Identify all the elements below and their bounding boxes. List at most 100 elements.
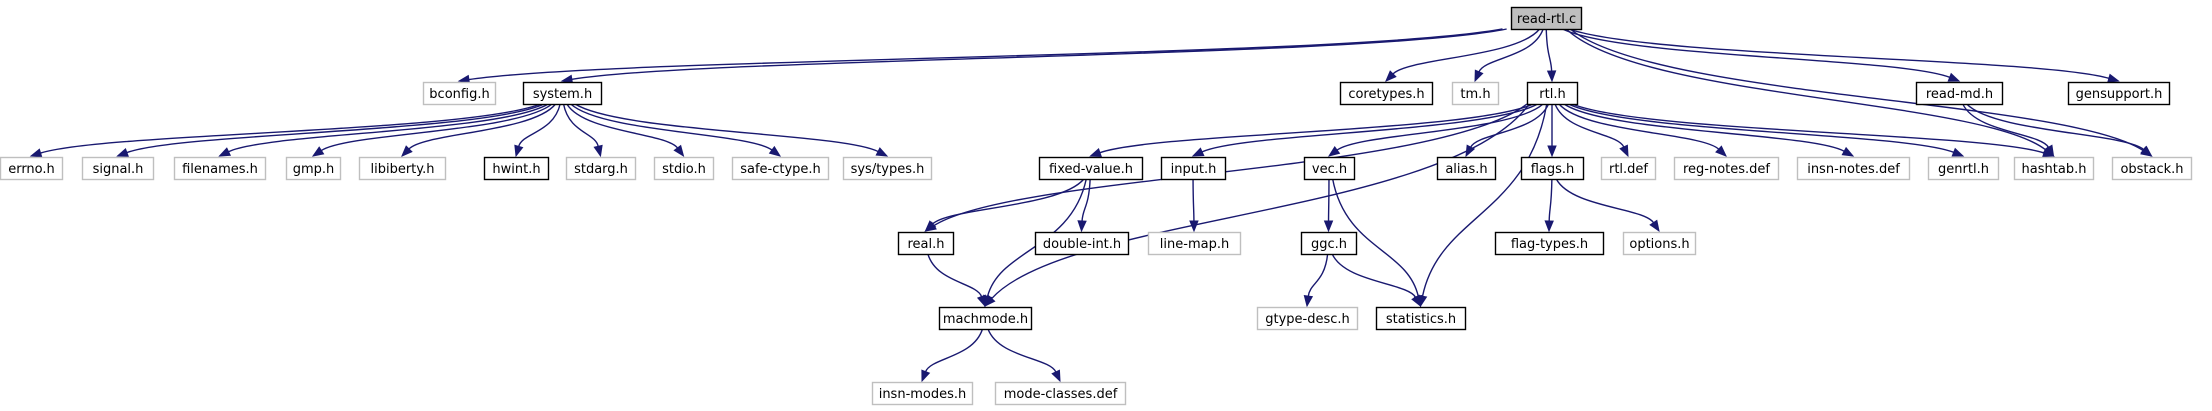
edge-line <box>1568 103 1954 153</box>
node-alias-h[interactable]: alias.h <box>1436 156 1497 181</box>
node-box <box>2013 156 2095 181</box>
edge-machmode-h-to-insn-modes-h <box>921 328 984 383</box>
node-stdarg-h: stdarg.h <box>565 156 637 181</box>
edge-line <box>574 103 879 153</box>
edge-line <box>1470 103 1550 148</box>
node-flags-h[interactable]: flags.h <box>1520 156 1585 181</box>
node-coretypes-h[interactable]: coretypes.h <box>1339 81 1434 106</box>
edge-rtl-h-to-flags-h <box>1547 103 1557 158</box>
node-label: rtl.h <box>1539 87 1565 102</box>
node-libiberty-h: libiberty.h <box>358 156 447 181</box>
node-label: vec.h <box>1312 162 1347 177</box>
node-label: hashtab.h <box>2022 162 2087 177</box>
edge-rtl-h-to-input-h <box>1191 103 1538 157</box>
edge-rtl-h-to-fixed-value-h <box>1089 103 1534 157</box>
edge-line <box>1558 103 1720 150</box>
node-stdio-h: stdio.h <box>653 156 715 181</box>
node-label: fixed-value.h <box>1049 162 1133 177</box>
edge-line <box>927 253 983 297</box>
arrowhead-icon <box>1619 144 1629 158</box>
arrowhead-icon <box>514 144 524 158</box>
node-box <box>422 81 497 106</box>
node-ggc-h[interactable]: ggc.h <box>1300 231 1358 256</box>
node-signal-h: signal.h <box>81 156 155 181</box>
node-box <box>1256 306 1359 331</box>
edge-line <box>991 103 1530 300</box>
node-insn-notes-def: insn-notes.def <box>1796 156 1911 181</box>
node-label: libiberty.h <box>371 162 435 177</box>
edge-line <box>987 328 1057 373</box>
edge-read-rtl-c-to-gensupport-h <box>1568 28 2120 83</box>
arrowhead-icon <box>2107 73 2120 83</box>
node-real-h[interactable]: real.h <box>897 231 955 256</box>
edge-read-rtl-c-to-tm-h <box>1474 28 1544 83</box>
edge-line <box>1545 28 1553 72</box>
node-label: filenames.h <box>182 162 258 177</box>
node-label: reg-notes.def <box>1683 162 1770 177</box>
node-fixed-value-h[interactable]: fixed-value.h <box>1038 156 1144 181</box>
arrowhead-icon <box>116 147 129 157</box>
node-double-int-h[interactable]: double-int.h <box>1034 231 1130 256</box>
node-bconfig-h: bconfig.h <box>422 81 497 106</box>
node-box <box>938 306 1033 331</box>
node-box <box>1451 81 1500 106</box>
node-label: mode-classes.def <box>1004 387 1118 402</box>
node-machmode-h[interactable]: machmode.h <box>938 306 1033 331</box>
node-label: line-map.h <box>1160 237 1229 252</box>
node-box <box>1375 306 1467 331</box>
node-system-h[interactable]: system.h <box>522 81 603 106</box>
node-rtl-h[interactable]: rtl.h <box>1526 81 1579 106</box>
node-read-md-h[interactable]: read-md.h <box>1915 81 2004 106</box>
edge-line <box>1331 178 1419 297</box>
node-input-h[interactable]: input.h <box>1160 156 1227 181</box>
node-box <box>1796 156 1911 181</box>
arrowhead-icon <box>1951 147 1965 157</box>
edge-read-rtl-c-to-rtl-h <box>1545 28 1557 83</box>
node-vec-h[interactable]: vec.h <box>1303 156 1356 181</box>
edge-line <box>1562 28 1950 78</box>
node-box <box>81 156 155 181</box>
node-box <box>1339 81 1434 106</box>
node-label: double-int.h <box>1043 237 1121 252</box>
node-obstack-h: obstack.h <box>2111 156 2193 181</box>
node-label: gensupport.h <box>2076 87 2163 102</box>
arrowhead-icon <box>768 145 782 157</box>
edge-line <box>1336 103 1544 151</box>
edge-real-h-to-machmode-h <box>927 253 986 308</box>
node-box <box>173 156 267 181</box>
node-hwint-h[interactable]: hwint.h <box>483 156 550 181</box>
node-box <box>1526 81 1579 106</box>
arrowhead-icon <box>1089 148 1102 157</box>
node-gensupport-h[interactable]: gensupport.h <box>2067 81 2171 106</box>
node-label: read-rtl.c <box>1517 12 1576 27</box>
node-tm-h: tm.h <box>1451 81 1500 106</box>
node-label: bconfig.h <box>429 87 489 102</box>
node-box <box>358 156 447 181</box>
edge-line <box>562 103 599 147</box>
node-box <box>522 81 603 106</box>
edge-system-h-to-stdarg-h <box>562 103 603 158</box>
node-label: stdarg.h <box>574 162 628 177</box>
edge-line <box>40 103 542 154</box>
node-flag-types-h[interactable]: flag-types.h <box>1494 231 1605 256</box>
arrowhead-icon <box>29 148 43 158</box>
arrowhead-icon <box>875 147 889 157</box>
node-line-map-h: line-map.h <box>1147 231 1242 256</box>
node-statistics-h[interactable]: statistics.h <box>1375 306 1467 331</box>
node-label: gmp.h <box>293 162 335 177</box>
edge-line <box>1571 103 2045 154</box>
edge-line <box>228 103 549 153</box>
node-read-rtl-c[interactable]: read-rtl.c <box>1510 6 1583 31</box>
node-label: insn-notes.def <box>1807 162 1900 177</box>
arrowhead-icon <box>921 369 931 383</box>
edge-line <box>1569 28 2144 152</box>
node-label: safe-ctype.h <box>740 162 821 177</box>
edge-read-rtl-c-to-coretypes-h <box>1385 28 1541 82</box>
edge-system-h-to-hwint-h <box>514 103 561 158</box>
edge-rtl-h-to-rtl-def <box>1554 103 1629 158</box>
edge-line <box>518 103 561 147</box>
node-label: ggc.h <box>1311 237 1347 252</box>
arrowhead-icon <box>1189 220 1199 233</box>
arrowhead-icon <box>1465 144 1476 158</box>
edge-rtl-h-to-reg-notes-def <box>1558 103 1727 157</box>
